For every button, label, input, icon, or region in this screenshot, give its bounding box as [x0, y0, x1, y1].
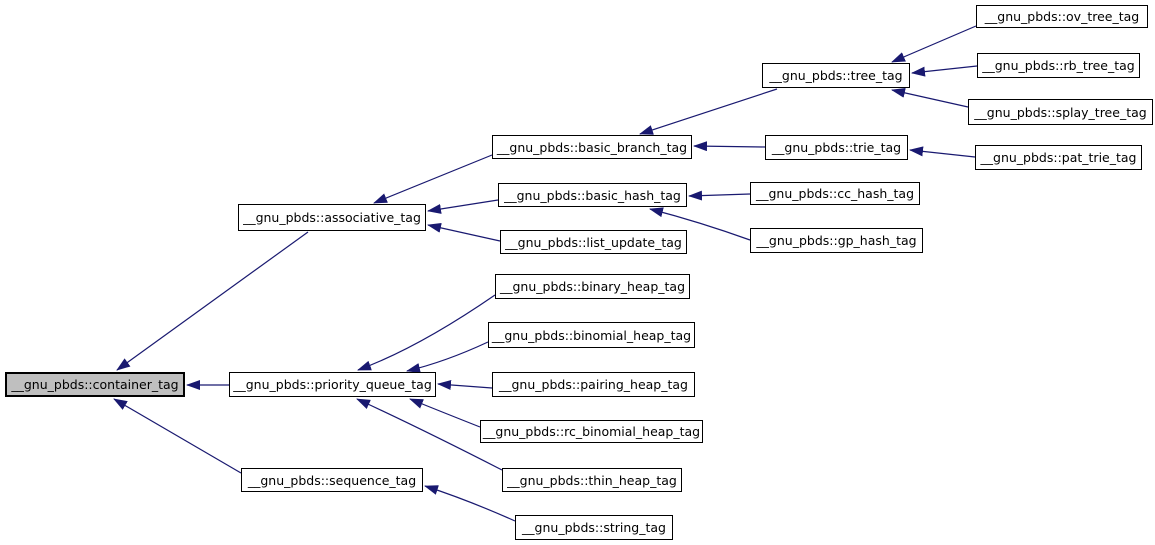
edge-associative_tag-to-container_tag — [116, 231, 309, 371]
edge-list_update_tag-to-associative_tag — [427, 222, 501, 242]
edge-thin_heap_tag-to-priority_queue_tag — [356, 398, 503, 471]
node-gp_hash_tag[interactable]: __gnu_pbds::gp_hash_tag — [750, 228, 923, 253]
edge-string_tag-to-sequence_tag — [424, 485, 516, 522]
edge-binary_heap_tag-to-priority_queue_tag — [357, 294, 496, 371]
node-label: __gnu_pbds::splay_tree_tag — [974, 104, 1147, 120]
node-label: __gnu_pbds::thin_heap_tag — [507, 472, 677, 488]
node-label: __gnu_pbds::list_update_tag — [505, 234, 682, 250]
node-label: __gnu_pbds::binomial_heap_tag — [491, 327, 692, 343]
node-label: __gnu_pbds::basic_branch_tag — [496, 139, 688, 155]
edge-trie_tag-to-basic_branch_tag — [693, 141, 766, 152]
node-pairing_heap_tag[interactable]: __gnu_pbds::pairing_heap_tag — [492, 372, 695, 397]
edge-pairing_heap_tag-to-priority_queue_tag — [437, 379, 493, 390]
node-tree_tag[interactable]: __gnu_pbds::tree_tag — [762, 63, 910, 88]
edge-pat_trie_tag-to-trie_tag — [909, 146, 976, 158]
node-pat_trie_tag[interactable]: __gnu_pbds::pat_trie_tag — [975, 145, 1142, 170]
edge-sequence_tag-to-container_tag — [113, 398, 242, 474]
edge-splay_tree_tag-to-tree_tag — [891, 87, 969, 108]
node-sequence_tag[interactable]: __gnu_pbds::sequence_tag — [241, 468, 423, 492]
edge-basic_hash_tag-to-associative_tag — [427, 199, 499, 214]
node-label: __gnu_pbds::container_tag — [11, 377, 179, 392]
node-label: __gnu_pbds::rb_tree_tag — [982, 58, 1135, 73]
node-label: __gnu_pbds::rc_binomial_heap_tag — [482, 424, 701, 439]
node-label: __gnu_pbds::pat_trie_tag — [980, 150, 1137, 165]
node-trie_tag[interactable]: __gnu_pbds::trie_tag — [765, 135, 908, 160]
node-label: __gnu_pbds::trie_tag — [771, 140, 902, 155]
edge-tree_tag-to-basic_branch_tag — [639, 88, 778, 135]
edge-basic_branch_tag-to-associative_tag — [373, 154, 493, 204]
node-basic_branch_tag[interactable]: __gnu_pbds::basic_branch_tag — [492, 135, 692, 159]
edge-binomial_heap_tag-to-priority_queue_tag — [406, 341, 489, 373]
edge-rc_binomial_heap_tag-to-priority_queue_tag — [409, 398, 481, 428]
edge-rb_tree_tag-to-tree_tag — [911, 65, 978, 77]
node-basic_hash_tag[interactable]: __gnu_pbds::basic_hash_tag — [498, 183, 687, 207]
node-label: __gnu_pbds::binary_heap_tag — [500, 279, 685, 294]
node-binomial_heap_tag[interactable]: __gnu_pbds::binomial_heap_tag — [488, 322, 695, 348]
node-label: __gnu_pbds::sequence_tag — [247, 472, 417, 488]
node-splay_tree_tag[interactable]: __gnu_pbds::splay_tree_tag — [968, 99, 1153, 125]
node-cc_hash_tag[interactable]: __gnu_pbds::cc_hash_tag — [750, 182, 920, 205]
node-list_update_tag[interactable]: __gnu_pbds::list_update_tag — [500, 230, 687, 254]
node-thin_heap_tag[interactable]: __gnu_pbds::thin_heap_tag — [502, 468, 682, 492]
node-container_tag[interactable]: __gnu_pbds::container_tag — [5, 372, 185, 397]
node-label: __gnu_pbds::tree_tag — [769, 68, 903, 83]
edge-ov_tree_tag-to-tree_tag — [891, 25, 977, 63]
node-label: __gnu_pbds::gp_hash_tag — [756, 233, 917, 248]
node-priority_queue_tag[interactable]: __gnu_pbds::priority_queue_tag — [229, 372, 436, 397]
node-rc_binomial_heap_tag[interactable]: __gnu_pbds::rc_binomial_heap_tag — [480, 420, 703, 443]
node-label: __gnu_pbds::associative_tag — [243, 210, 421, 225]
node-rb_tree_tag[interactable]: __gnu_pbds::rb_tree_tag — [977, 53, 1140, 78]
edge-cc_hash_tag-to-basic_hash_tag — [688, 190, 751, 201]
node-ov_tree_tag[interactable]: __gnu_pbds::ov_tree_tag — [976, 5, 1148, 28]
node-label: __gnu_pbds::priority_queue_tag — [233, 377, 432, 392]
node-string_tag[interactable]: __gnu_pbds::string_tag — [515, 515, 673, 540]
edge-gp_hash_tag-to-basic_hash_tag — [649, 207, 751, 241]
node-label: __gnu_pbds::string_tag — [522, 520, 666, 535]
node-label: __gnu_pbds::basic_hash_tag — [504, 187, 681, 203]
node-label: __gnu_pbds::pairing_heap_tag — [498, 377, 688, 392]
node-associative_tag[interactable]: __gnu_pbds::associative_tag — [238, 204, 426, 231]
node-label: __gnu_pbds::cc_hash_tag — [755, 186, 915, 201]
node-binary_heap_tag[interactable]: __gnu_pbds::binary_heap_tag — [495, 274, 690, 299]
node-label: __gnu_pbds::ov_tree_tag — [984, 9, 1140, 24]
